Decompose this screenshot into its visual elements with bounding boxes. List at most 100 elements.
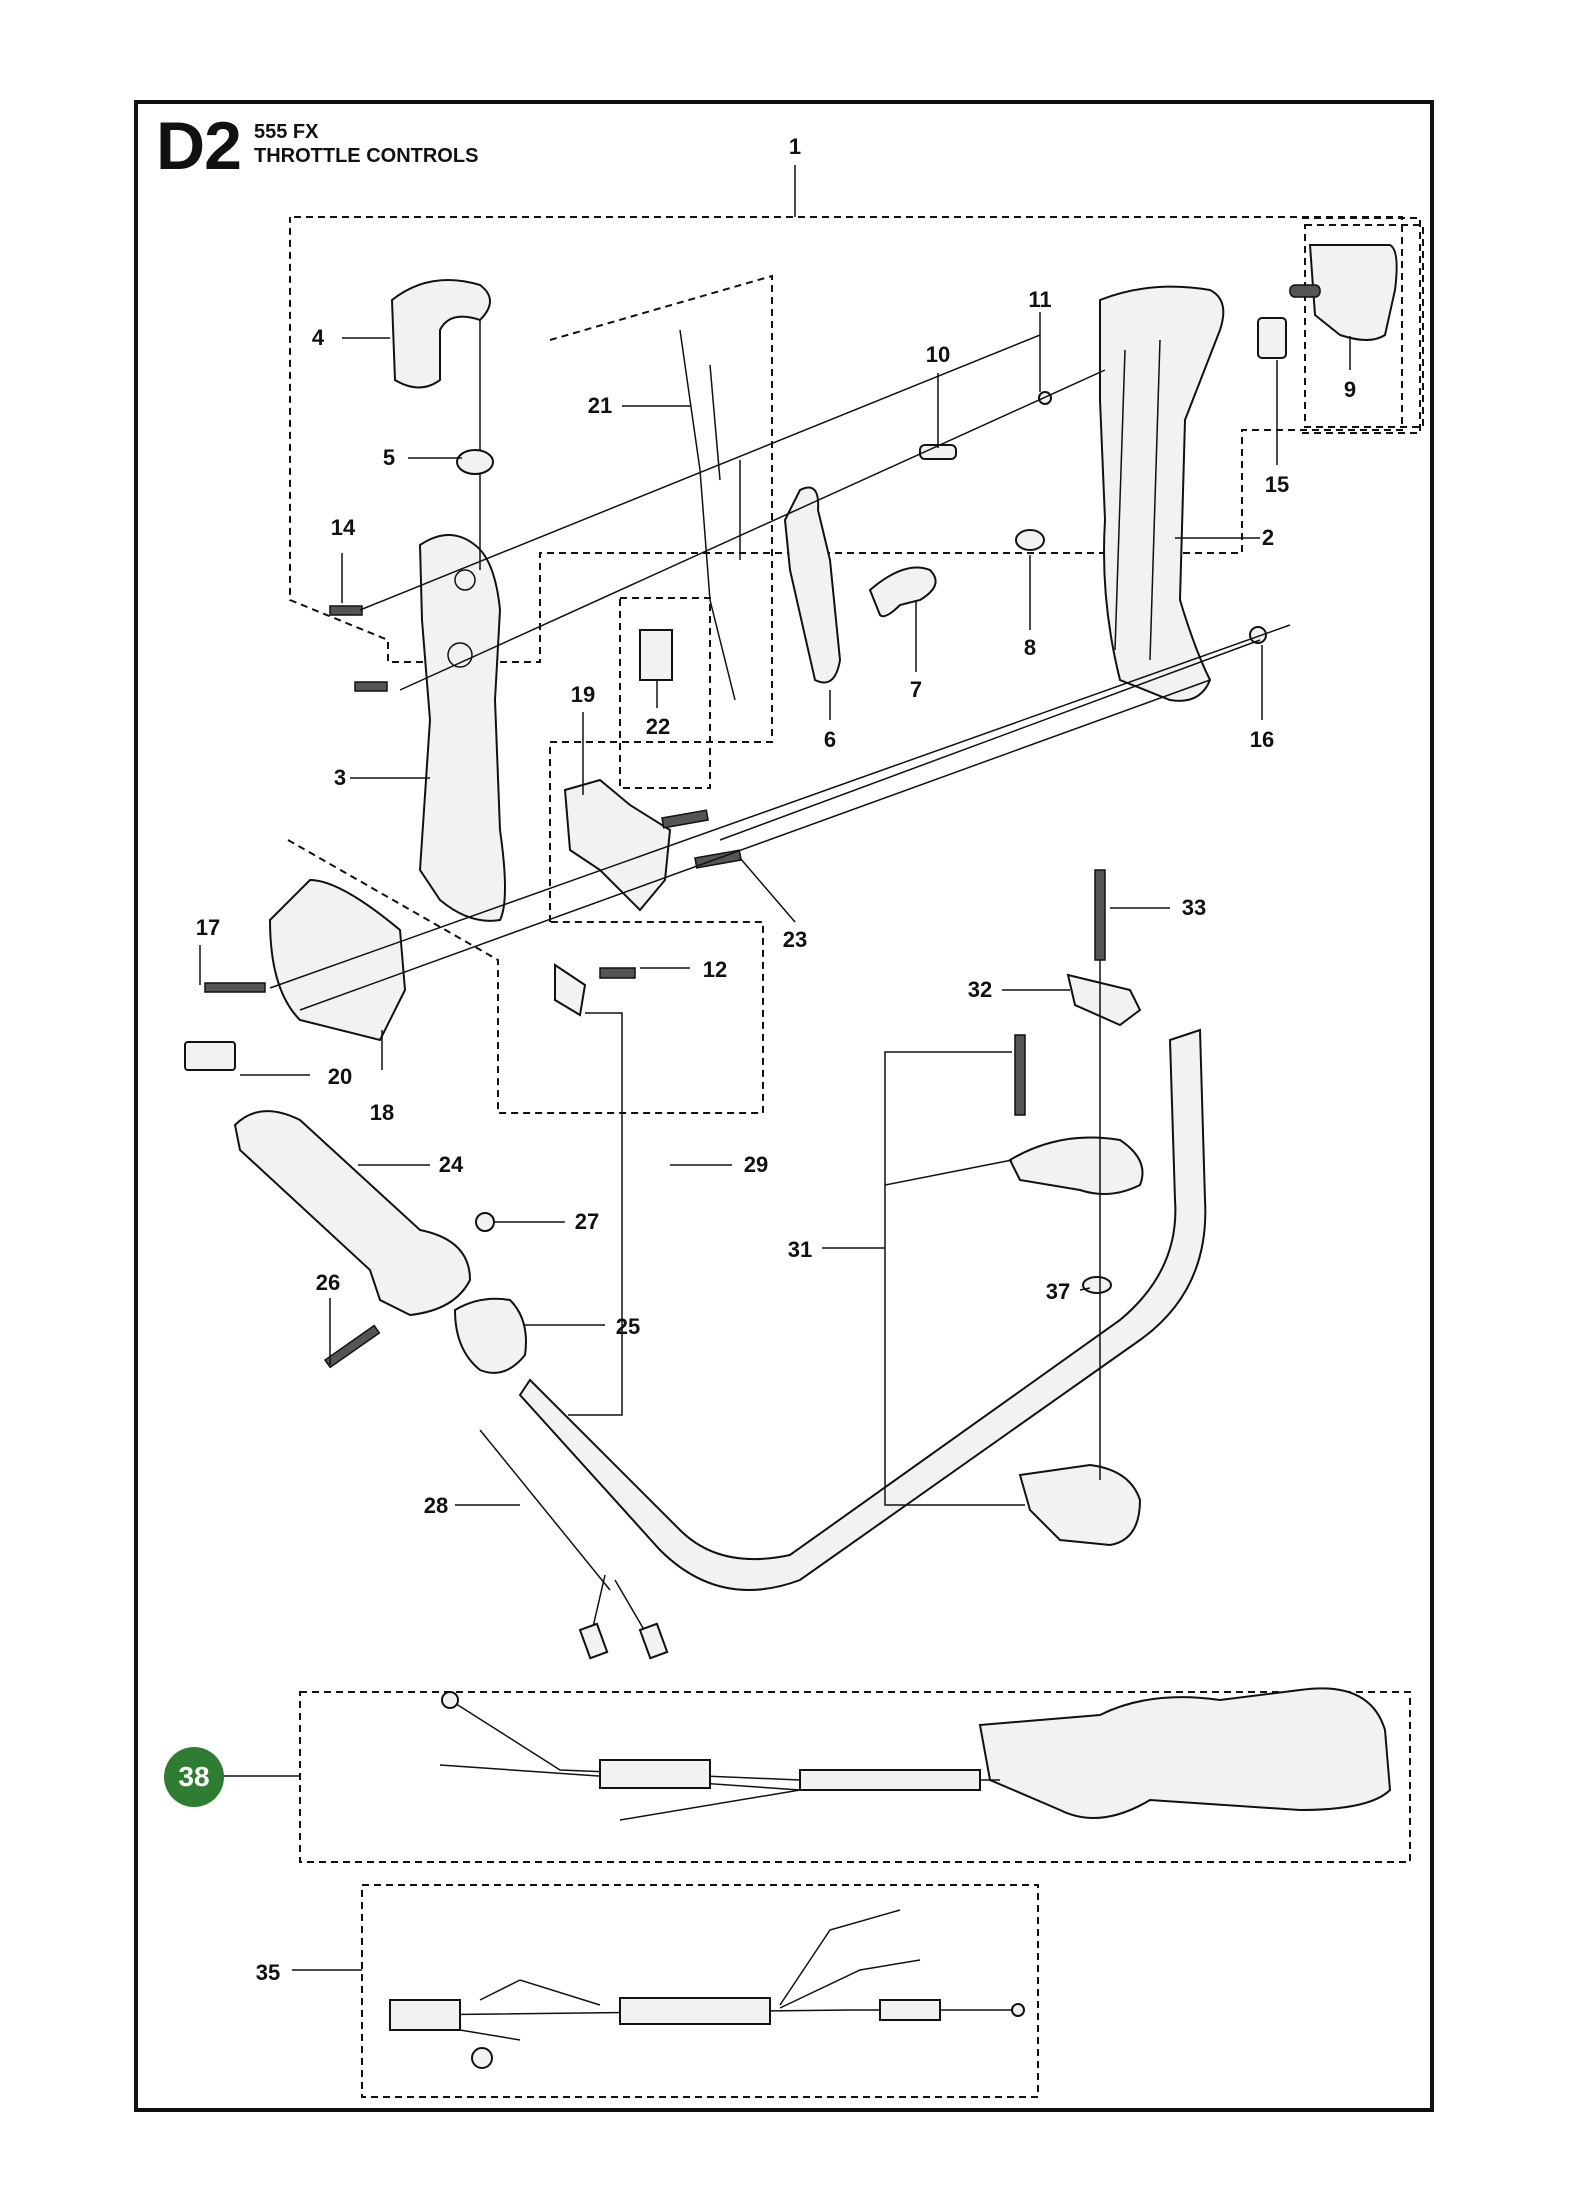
clip-22 (639, 629, 673, 681)
assembly-35-ring (1011, 2003, 1025, 2017)
handle-half-3 (418, 534, 506, 922)
section-title: THROTTLE CONTROLS (254, 145, 479, 167)
clamp-25 (453, 1297, 527, 1374)
callout-22: 22 (645, 714, 671, 739)
wire-28 (479, 1429, 611, 1591)
assembly-line-3 (269, 624, 1291, 989)
screw-23 (661, 809, 709, 829)
nut-32 (1066, 973, 1142, 1027)
nut-27 (475, 1212, 495, 1232)
callout-7: 7 (909, 677, 923, 702)
cover-9 (1308, 244, 1398, 341)
assembly-35-wire-3 (479, 1979, 601, 2006)
assembly-35-wire-4 (459, 2029, 521, 2041)
callout-38-badge: 38 (164, 1747, 224, 1807)
callout-37: 37 (1045, 1279, 1071, 1304)
callout-16: 16 (1249, 727, 1275, 752)
assembly-38-sleeve (599, 1759, 711, 1789)
model-name: 555 FX (254, 121, 319, 143)
leader-29 (568, 1012, 623, 1416)
assembly-35-conduit (619, 1997, 771, 2025)
handle-body-2 (1099, 285, 1225, 702)
callout-12: 12 (702, 957, 728, 982)
callout-5: 5 (382, 445, 396, 470)
callout-20: 20 (327, 1064, 353, 1089)
callout-1: 1 (788, 134, 802, 159)
callout-14: 14 (330, 515, 356, 540)
handle-body-rib-2 (1149, 339, 1161, 661)
switch-15 (1257, 317, 1287, 359)
assembly-35-wire (779, 1909, 901, 2006)
assembly-38-ring (441, 1691, 459, 1709)
leader-31 (884, 1051, 1025, 1506)
leader-31-mid (884, 1159, 1013, 1186)
cover-9-pin (1289, 284, 1321, 298)
housing-18 (268, 878, 407, 1042)
callout-29: 29 (743, 1152, 769, 1177)
screw-12 (599, 967, 636, 979)
screw-26 (323, 1324, 381, 1369)
callout-11: 11 (1028, 287, 1052, 312)
screw-17 (204, 982, 266, 993)
assembly-line-5 (719, 639, 1261, 841)
assembly-line-1 (359, 334, 1041, 611)
callout-33: 33 (1181, 895, 1207, 920)
group-box-main (289, 216, 1403, 663)
callout-17: 17 (195, 915, 221, 940)
group-box-grip-cable (549, 274, 773, 922)
handle-hole-2 (447, 642, 473, 668)
assembly-35-connector (389, 1999, 461, 2031)
group-box-clip (619, 597, 711, 789)
callout-26: 26 (315, 1270, 341, 1295)
page-frame (134, 100, 1434, 2112)
section-code: D2 (156, 108, 242, 184)
assembly-35-cable (409, 2009, 1020, 2016)
terminal-28 (578, 1622, 609, 1660)
callout-21: 21 (587, 393, 613, 418)
handle-bar (518, 1028, 1207, 1591)
screw-31 (1014, 1034, 1026, 1116)
clamp-31-top (1008, 1136, 1144, 1195)
spring-5 (456, 449, 494, 475)
leader-37 (1079, 1287, 1091, 1291)
leader-23 (739, 857, 796, 923)
assembly-35-ring-2 (471, 2047, 493, 2069)
trigger-6 (783, 486, 842, 684)
group-box-38 (299, 1691, 1411, 1863)
screw-14 (329, 605, 363, 616)
assembly-38-conduit (799, 1769, 981, 1791)
assembly-line-2 (399, 369, 1106, 691)
assembly-38-handle (978, 1687, 1392, 1819)
assembly-line-4 (299, 679, 1211, 1011)
callout-10: 10 (925, 342, 951, 367)
bracket-19 (563, 778, 672, 912)
group-box-15 (1304, 224, 1424, 428)
trigger-cover-4 (390, 279, 491, 389)
callout-28: 28 (423, 1493, 449, 1518)
callout-31: 31 (787, 1237, 813, 1262)
assembly-35-end (879, 1999, 941, 2021)
lever-7 (868, 566, 937, 618)
callout-3: 3 (333, 765, 347, 790)
terminal-28b (638, 1622, 669, 1660)
assembly-38-wire-3 (619, 1789, 801, 1821)
wire-21 (679, 329, 736, 701)
bolt-33 (1094, 869, 1106, 961)
callout-18: 18 (369, 1100, 395, 1125)
callout-2: 2 (1261, 525, 1275, 550)
callout-35: 35 (255, 1960, 281, 1985)
callout-23: 23 (782, 927, 808, 952)
clamp-31-bottom (1018, 1463, 1142, 1547)
handle-body-rib (1114, 349, 1126, 651)
grip-24 (233, 1110, 472, 1317)
wire-21b (709, 364, 721, 481)
callout-6: 6 (823, 727, 837, 752)
callout-32: 32 (967, 977, 993, 1002)
nut-16 (1249, 626, 1267, 644)
assembly-38-wire (449, 1699, 1000, 1781)
callout-19: 19 (570, 682, 596, 707)
group-box-35 (361, 1884, 1039, 2098)
assembly-35-wire-2 (779, 1959, 921, 2009)
screw-14b (354, 681, 388, 692)
switch-20 (184, 1041, 236, 1071)
